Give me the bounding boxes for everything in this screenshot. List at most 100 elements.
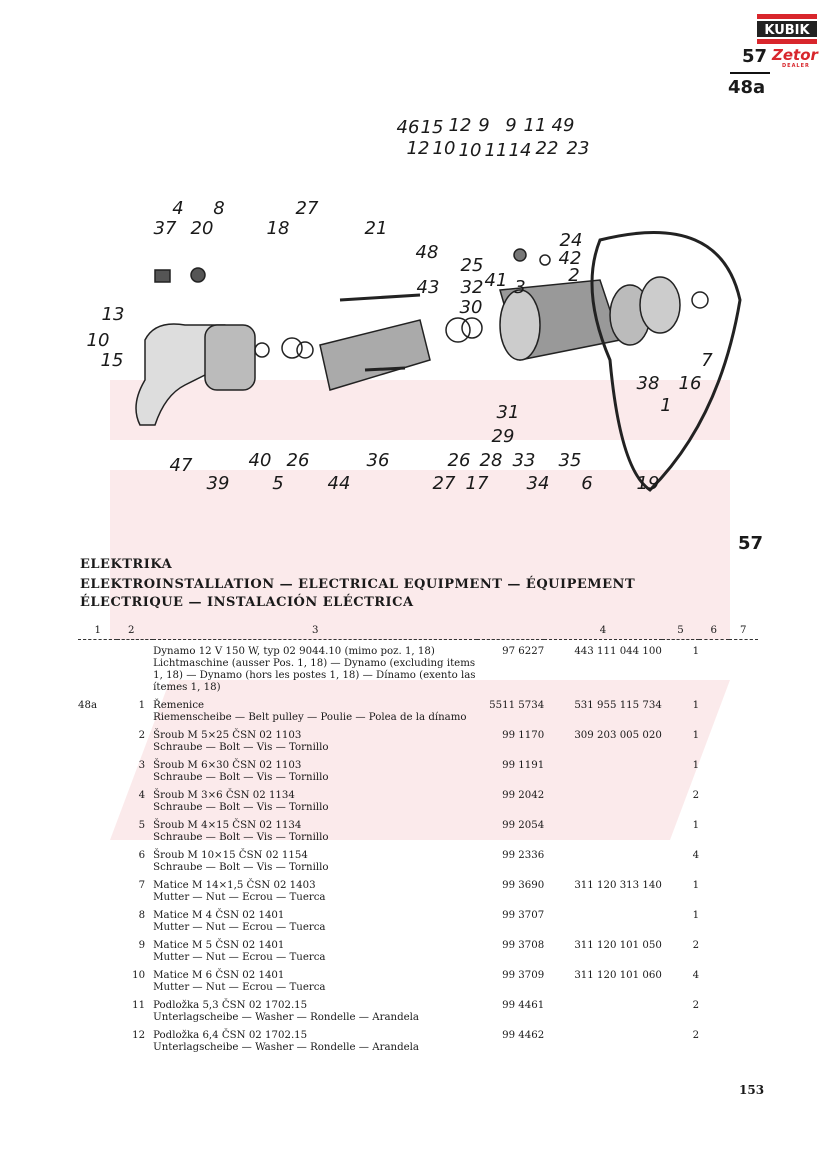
description-translations: Schraube — Bolt — Vis — Tornillo <box>153 802 329 813</box>
position-number: 10 <box>132 970 146 981</box>
quantity: 4 <box>692 850 700 861</box>
callout-label: 2 <box>568 265 579 286</box>
callout-label: 24 <box>560 230 583 251</box>
quantity: 1 <box>692 730 700 741</box>
figure-ref <box>78 754 117 784</box>
order-number <box>544 1024 662 1054</box>
description-cz: Řemenice <box>153 700 205 711</box>
section-subtitle-2: ÉLECTRIQUE — INSTALACIÓN ELÉCTRICA <box>80 595 414 610</box>
callout-label: 48 <box>416 242 439 263</box>
callout-label: 25 <box>461 255 484 276</box>
col-6 <box>699 724 728 754</box>
callout-label: 29 <box>492 426 515 447</box>
quantity: 1 <box>692 820 700 831</box>
part-number: 99 1170 <box>502 730 545 741</box>
col-6 <box>699 784 728 814</box>
col-7 <box>729 964 759 994</box>
quantity: 2 <box>692 1000 700 1011</box>
part-number: 99 3707 <box>502 910 545 921</box>
order-number <box>544 784 662 814</box>
order-number <box>544 754 662 784</box>
position-number: 4 <box>138 790 146 801</box>
figure-ref <box>78 844 117 874</box>
figure-ref <box>78 640 117 695</box>
parts-drawing <box>135 231 742 492</box>
col-7 <box>729 784 759 814</box>
callout-label: 6 <box>581 473 592 494</box>
col-7 <box>729 694 759 724</box>
figure-number: 48a <box>728 77 766 98</box>
col-6 <box>699 874 728 904</box>
col-7 <box>729 994 759 1024</box>
part-number: 99 3709 <box>502 970 545 981</box>
callout-label: 9 <box>505 115 516 136</box>
position-number: 1 <box>138 700 146 711</box>
position-number: 9 <box>138 940 146 951</box>
figure-ref <box>78 724 117 754</box>
position-number: 3 <box>138 760 146 771</box>
quantity: 2 <box>692 1030 700 1041</box>
callout-label: 26 <box>448 450 471 471</box>
callout-label: 19 <box>637 473 660 494</box>
table-header-row: 1 2 3 4 5 6 7 <box>78 625 758 640</box>
description-translations: Unterlagscheibe — Washer — Rondelle — Ar… <box>153 1012 419 1023</box>
callout-label: 23 <box>567 138 590 159</box>
description-cz: Matice M 6 ČSN 02 1401 <box>153 970 285 981</box>
description-cz: Šroub M 4×15 ČSN 02 1134 <box>153 820 302 831</box>
order-number <box>544 814 662 844</box>
col-6 <box>699 934 728 964</box>
kubik-logo: KUBIK <box>757 14 817 44</box>
quantity: 2 <box>692 940 700 951</box>
callout-label: 21 <box>365 218 388 239</box>
position-number: 2 <box>138 730 146 741</box>
zetor-dealer-subtext: DEALER <box>782 63 810 69</box>
part-number: 5511 5734 <box>489 700 545 711</box>
col-6 <box>699 904 728 934</box>
order-number: 309 203 005 020 <box>574 730 662 741</box>
callout-label: 15 <box>101 350 124 371</box>
callout-label: 41 <box>485 270 508 291</box>
order-number: 311 120 313 140 <box>574 880 662 891</box>
quantity: 1 <box>692 700 700 711</box>
part-number: 99 3690 <box>502 880 545 891</box>
figure-ref <box>78 994 117 1024</box>
figure-ref <box>78 814 117 844</box>
position-number <box>117 640 153 695</box>
callout-label: 40 <box>249 450 272 471</box>
part-number: 97 6227 <box>502 646 545 657</box>
order-number <box>544 994 662 1024</box>
callout-label: 9 <box>478 115 489 136</box>
callout-label: 34 <box>527 473 550 494</box>
col-header: 3 <box>153 625 478 640</box>
part-number: 99 3708 <box>502 940 545 951</box>
callout-label: 49 <box>552 115 575 136</box>
table-row: Dynamo 12 V 150 W, typ 02 9044.10 (mimo … <box>78 640 758 695</box>
col-7 <box>729 754 759 784</box>
callout-label: 12 <box>407 138 430 159</box>
col-6 <box>699 640 728 695</box>
quantity: 1 <box>692 880 700 891</box>
description-translations: Schraube — Bolt — Vis — Tornillo <box>153 772 329 783</box>
callout-label: 4 <box>172 198 183 219</box>
part-number: 99 2054 <box>502 820 545 831</box>
callout-label: 3 <box>514 277 525 298</box>
quantity: 1 <box>692 910 700 921</box>
position-number: 6 <box>138 850 146 861</box>
callout-label: 11 <box>485 140 508 161</box>
description-cz: Matice M 14×1,5 ČSN 02 1403 <box>153 880 316 891</box>
order-number: 443 111 044 100 <box>574 646 662 657</box>
description-translations: Schraube — Bolt — Vis — Tornillo <box>153 742 329 753</box>
